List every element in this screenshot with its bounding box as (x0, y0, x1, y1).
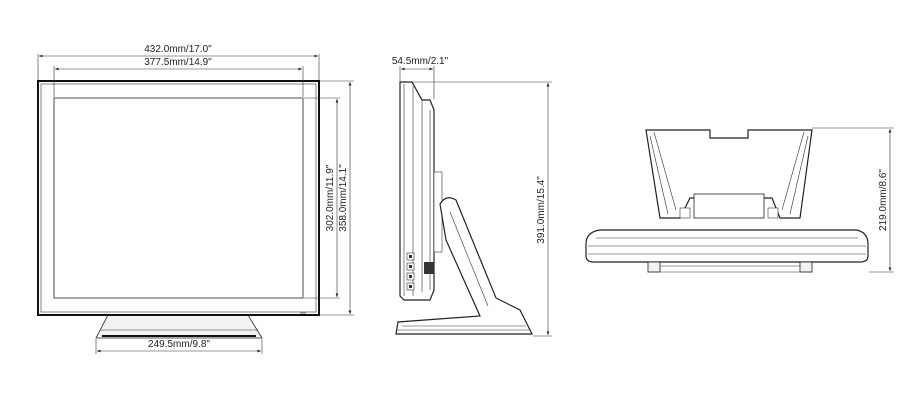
front-stand (95, 314, 263, 339)
dim-front-outer-height: 358.0mm/14.1" (320, 80, 354, 316)
side-view: 54.5mm/2.1" 391.0mm/15.4" (392, 56, 552, 337)
label-front-outer-height: 358.0mm/14.1" (338, 164, 349, 232)
front-screen (53, 97, 304, 299)
dim-base-width: 249.5mm/9.8" (95, 339, 263, 354)
label-front-screen-width: 377.5mm/14.9" (144, 57, 212, 68)
side-buttons (406, 252, 415, 291)
dim-top-depth: 219.0mm/8.6" (812, 127, 894, 273)
label-top-depth: 219.0mm/8.6" (878, 169, 889, 231)
label-side-total-height: 391.0mm/15.4" (536, 176, 547, 244)
dim-front-screen-width: 377.5mm/14.9" (53, 57, 304, 97)
label-front-outer-width: 432.0mm/17.0" (144, 44, 212, 55)
dim-front-screen-height: 302.0mm/11.9" (304, 97, 340, 299)
label-front-screen-height: 302.0mm/11.9" (325, 164, 336, 231)
label-base-width: 249.5mm/9.8" (148, 339, 210, 350)
top-view: 219.0mm/8.6" (585, 127, 894, 273)
front-monitor-frame (37, 80, 320, 316)
side-stand-arm (395, 197, 533, 335)
dim-front-outer-width: 432.0mm/17.0" (37, 44, 320, 80)
dim-side-total-height: 391.0mm/15.4" (412, 81, 552, 337)
label-side-depth: 54.5mm/2.1" (392, 56, 449, 67)
dim-side-depth: 54.5mm/2.1" (392, 56, 449, 99)
front-view: 432.0mm/17.0" 377.5mm/14.9" 302.0mm/11.9… (37, 44, 354, 354)
